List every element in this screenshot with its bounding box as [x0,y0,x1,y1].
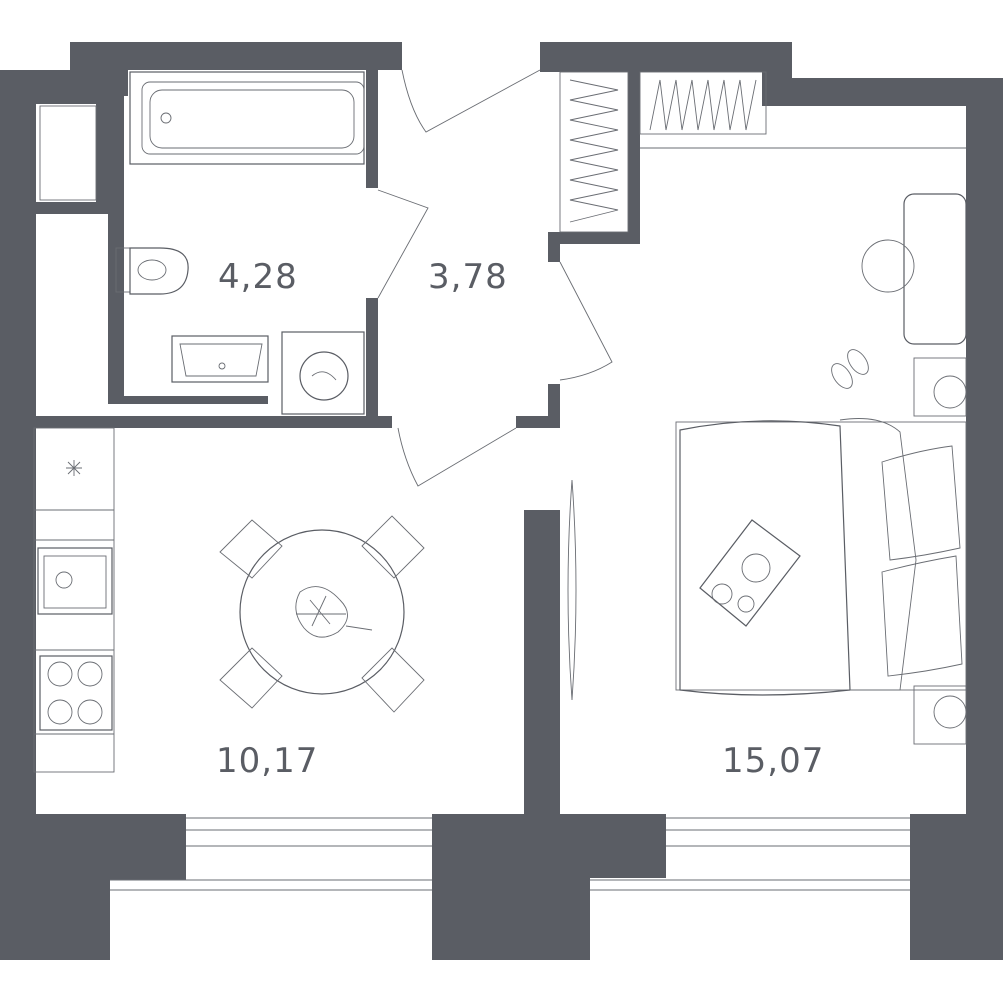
washing-machine-icon [281,331,365,415]
bathtub-icon [129,71,365,165]
mirror-icon [567,479,577,701]
walls [0,42,1003,960]
slippers-icon [831,349,869,389]
doors [377,69,613,487]
hallway-area-label: 3,78 [428,257,508,297]
bedroom-area-label: 15,07 [722,741,824,781]
sink-icon [171,335,269,383]
kitchen-counter [33,427,115,773]
wardrobe-icon [559,71,966,233]
shaft-icon [39,105,97,201]
bathroom-area-label: 4,28 [218,257,298,297]
toilet-icon [115,247,189,295]
desk-icon [861,193,967,345]
table-icon [219,515,425,713]
stove-icon [39,655,113,731]
kitchen-area-label: 10,17 [216,741,318,781]
breakfast-tray-icon [699,519,801,627]
windows [110,817,910,891]
kitchen-sink-icon [37,547,113,615]
chair-icon [219,515,425,713]
plant-icon [295,586,373,638]
nightstand-icon [913,357,967,745]
bed-icon [675,418,967,696]
